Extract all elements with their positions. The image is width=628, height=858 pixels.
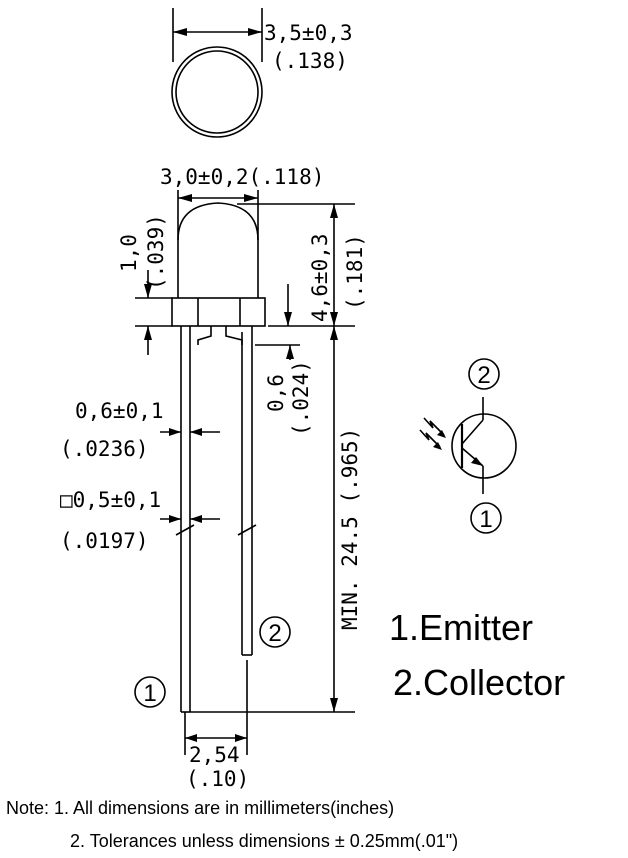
pin1-label: 1.Emitter (389, 607, 533, 648)
pin2-label: 2.Collector (393, 662, 565, 703)
top-view: 3,5±0,3 (.138) (171, 8, 353, 138)
standoff-inch: (.024) (289, 360, 313, 436)
lens-width-dim: 3,0±0,2(.118) (160, 165, 324, 189)
flange-height-dim: 1,0 (117, 234, 141, 272)
symbol-pin2: 2 (477, 362, 490, 389)
note-2: 2. Tolerances unless dimensions ± 0.25mm… (70, 831, 458, 851)
lead-width-inch: (.0236) (60, 437, 149, 461)
phototransistor-symbol: 2 1 (419, 358, 517, 534)
side-view: 3,0±0,2(.118) 4,6±0,3 (.181) MIN. 24.5 (… (60, 165, 367, 791)
lead-square-dim: □0,5±0,1 (60, 488, 161, 512)
body-height-dim: 4,6±0,3 (308, 233, 332, 322)
top-diameter-dim: 3,5±0,3 (264, 21, 353, 45)
top-diameter-inch: (.138) (272, 49, 348, 73)
pitch-dim: 2,54 (189, 743, 240, 767)
flange-height-inch: (.039) (144, 214, 168, 290)
lead-length-dim: MIN. 24.5 (.965) (338, 428, 362, 630)
note-1: Note: 1. All dimensions are in millimete… (6, 798, 394, 818)
symbol-pin1: 1 (479, 506, 492, 533)
lead-square-inch: (.0197) (60, 529, 149, 553)
lead-width-dim: 0,6±0,1 (75, 399, 164, 423)
pitch-inch: (.10) (186, 767, 249, 791)
body-height-inch: (.181) (343, 234, 367, 310)
standoff-dim: 0,6 (264, 374, 288, 412)
pin2-marker: 2 (268, 620, 281, 647)
pin1-marker: 1 (143, 680, 156, 707)
